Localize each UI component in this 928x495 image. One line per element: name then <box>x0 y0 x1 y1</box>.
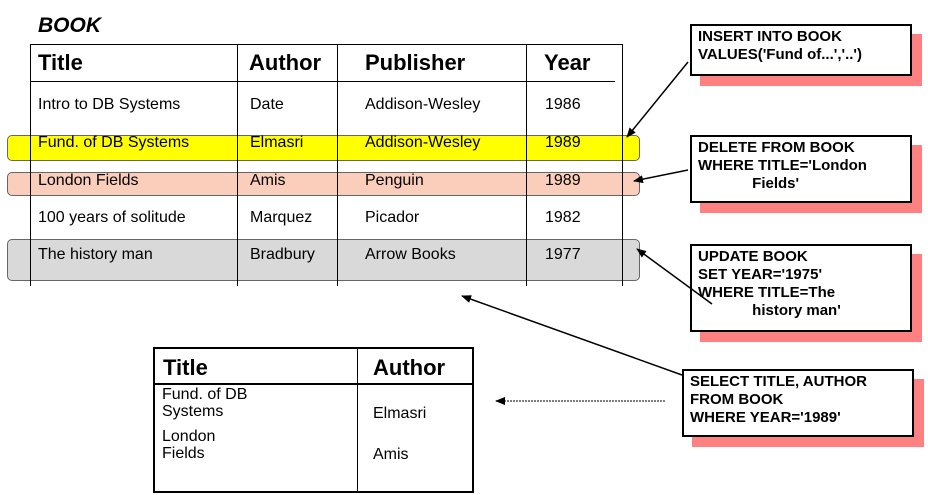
result-header-author: Author <box>373 355 446 380</box>
result-row-2-author: Amis <box>373 446 409 463</box>
result-table: Title Author Fund. of DB Systems Elmasri… <box>153 347 474 493</box>
select-arrow <box>461 295 683 376</box>
row-4-author: Marquez <box>250 209 313 226</box>
header-author: Author <box>249 50 322 75</box>
row-1-title: Intro to DB Systems <box>38 96 181 113</box>
update-highlight-band <box>7 239 640 281</box>
header-divider <box>30 81 615 82</box>
delete-callout-text: DELETE FROM BOOK WHERE TITLE='London Fie… <box>690 135 912 203</box>
row-2-publisher: Addison-Wesley <box>365 134 481 151</box>
result-row-1-title: Fund. of DB Systems <box>162 386 248 420</box>
result-row-1-author: Elmasri <box>373 405 427 422</box>
row-3-title: London Fields <box>38 172 139 189</box>
result-header-title: Title <box>163 355 208 380</box>
insert-callout: INSERT INTO BOOK VALUES('Fund of...','..… <box>690 24 922 86</box>
row-4-year: 1982 <box>545 209 581 226</box>
header-year: Year <box>544 50 591 75</box>
column-divider-3 <box>526 44 527 286</box>
column-divider-1 <box>237 44 238 286</box>
update-callout: UPDATE BOOK SET YEAR='1975' WHERE TITLE=… <box>690 244 922 342</box>
table-left-border <box>30 44 31 286</box>
delete-callout: DELETE FROM BOOK WHERE TITLE='London Fie… <box>690 135 922 213</box>
result-row-2-title: London Fields <box>162 428 216 462</box>
row-3-author: Amis <box>250 172 286 189</box>
row-1-year: 1986 <box>545 96 581 113</box>
table-title: BOOK <box>38 14 101 37</box>
update-callout-text: UPDATE BOOK SET YEAR='1975' WHERE TITLE=… <box>690 244 912 332</box>
insert-arrow <box>626 61 689 138</box>
row-2-author: Elmasri <box>250 134 304 151</box>
insert-highlight-band <box>7 135 640 161</box>
row-4-publisher: Picador <box>365 209 420 226</box>
row-1-publisher: Addison-Wesley <box>365 96 481 113</box>
table-right-border <box>622 44 623 286</box>
row-5-year: 1977 <box>545 246 581 263</box>
result-column-divider <box>357 349 358 491</box>
update-arrow <box>636 248 713 305</box>
delete-arrow <box>633 169 689 184</box>
select-callout: SELECT TITLE, AUTHOR FROM BOOK WHERE YEA… <box>682 369 924 447</box>
book-table <box>30 44 623 286</box>
row-5-author: Bradbury <box>250 246 315 263</box>
header-title: Title <box>38 50 83 75</box>
header-publisher: Publisher <box>365 50 466 75</box>
row-2-year: 1989 <box>545 134 581 151</box>
row-5-title: The history man <box>38 246 153 263</box>
row-3-publisher: Penguin <box>365 172 424 189</box>
row-2-title: Fund. of DB Systems <box>38 134 190 151</box>
select-callout-text: SELECT TITLE, AUTHOR FROM BOOK WHERE YEA… <box>682 369 914 437</box>
delete-highlight-band <box>7 172 640 196</box>
result-header-divider <box>155 383 472 385</box>
row-1-author: Date <box>250 96 284 113</box>
row-5-publisher: Arrow Books <box>365 246 456 263</box>
row-3-year: 1989 <box>545 172 581 189</box>
row-4-title: 100 years of solitude <box>38 209 186 226</box>
table-top-border <box>30 44 623 45</box>
insert-callout-text: INSERT INTO BOOK VALUES('Fund of...','..… <box>690 24 912 76</box>
column-divider-2 <box>337 44 338 286</box>
